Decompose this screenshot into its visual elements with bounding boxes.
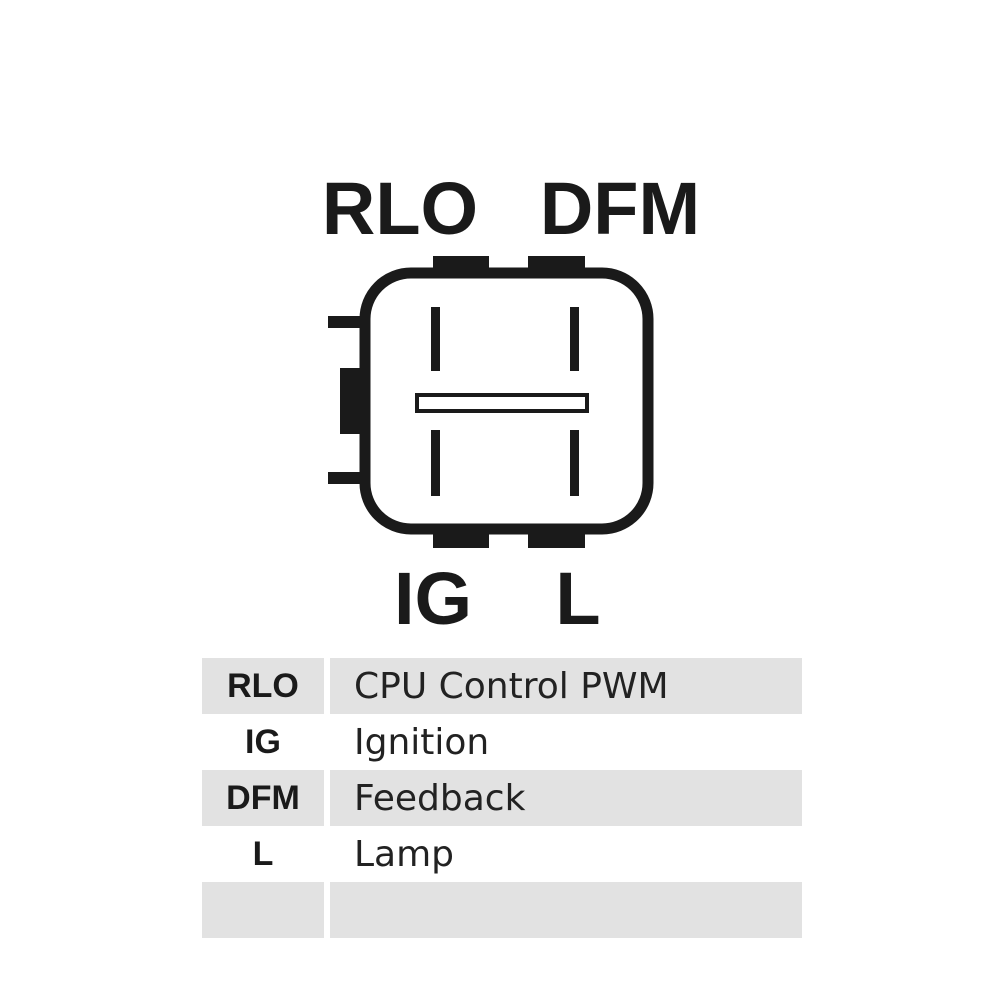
pin-label-ig: IG [394, 557, 472, 640]
pin-label-l: L [555, 557, 600, 640]
key-slot [415, 393, 589, 413]
terminal-bottom-right [570, 430, 579, 496]
legend-description: CPU Control PWM [330, 658, 802, 714]
legend-description: Lamp [354, 833, 455, 875]
legend-code: L [252, 834, 274, 873]
legend-description: Feedback [330, 770, 802, 826]
legend-description: Ignition [354, 721, 490, 763]
legend-gap [324, 826, 330, 882]
connector-diagram: RLO DFM IG L [322, 167, 700, 640]
legend-code: RLO [202, 658, 324, 714]
legend-gap [324, 770, 330, 826]
terminal-bottom-left [431, 430, 440, 496]
legend-description [330, 882, 802, 938]
legend-code: DFM [202, 770, 324, 826]
legend-row: RLO CPU Control PWM [202, 658, 802, 714]
legend-row [202, 882, 802, 938]
latch-rail-top [328, 316, 368, 328]
latch-rail-bottom [328, 472, 368, 484]
terminal-top-right [570, 307, 579, 371]
pin-legend-table: RLO CPU Control PWM IG Ignition DFM Feed… [202, 658, 802, 938]
pin-label-rlo: RLO [322, 167, 478, 250]
legend-row: L Lamp [202, 826, 802, 882]
legend-gap [324, 714, 330, 770]
legend-code [202, 882, 324, 938]
legend-row: DFM Feedback [202, 770, 802, 826]
legend-code: IG [245, 722, 281, 761]
legend-gap [324, 658, 330, 714]
terminal-top-left [431, 307, 440, 371]
pin-label-dfm: DFM [540, 167, 700, 250]
legend-gap [324, 882, 330, 938]
legend-row: IG Ignition [202, 714, 802, 770]
